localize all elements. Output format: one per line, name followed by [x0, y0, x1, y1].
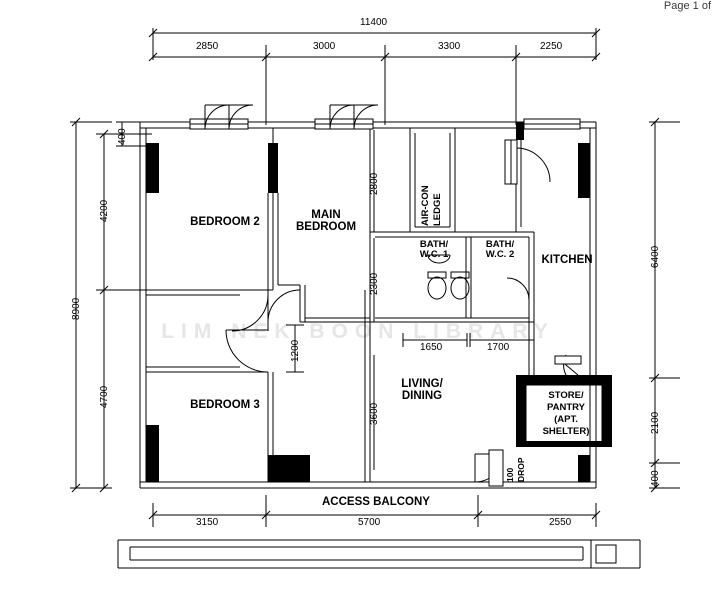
dim-top-seg-3: 3300 — [438, 41, 461, 52]
room-label-store-pantry: STORE/ PANTRY (APT. SHELTER) — [542, 390, 590, 437]
dim-left-seg-2: 4700 — [99, 385, 110, 408]
dim-left-overall: 8900 — [71, 297, 82, 320]
room-label-access-balcony: ACCESS BALCONY — [322, 496, 430, 508]
room-label-bedroom-2: BEDROOM 2 — [190, 216, 260, 228]
dim-bath1-width: 1650 — [420, 342, 443, 353]
dim-top-seg-4: 2250 — [540, 41, 563, 52]
dim-bottom-seg-1: 3150 — [196, 517, 219, 528]
dim-top-seg-2: 3000 — [313, 41, 336, 52]
dim-living-depth: 3600 — [369, 402, 380, 425]
dim-right-seg-1: 6400 — [650, 245, 661, 268]
dim-left-seg-1: 4200 — [99, 199, 110, 222]
dim-left-small-400: 400 — [117, 128, 128, 145]
room-label-100-drop: 100 DROP — [505, 457, 527, 482]
room-label-bath-wc-2: BATH/ W.C. 2 — [485, 239, 515, 260]
dim-bath-depth: 2300 — [369, 272, 380, 295]
room-label-bath-wc-1: BATH/ W.C. 1 — [419, 239, 449, 260]
dim-bottom-seg-3: 2550 — [549, 517, 572, 528]
dim-bedroom3-door: 1200 — [290, 339, 301, 362]
watermark: LIM NEK BOON LIBRARY — [161, 320, 555, 343]
room-label-kitchen: KITCHEN — [541, 254, 593, 266]
dim-right-seg-3: 400 — [650, 470, 661, 487]
dim-top-seg-1: 2850 — [196, 41, 219, 52]
room-label-living-dining: LIVING/ DINING — [401, 378, 443, 403]
room-label-aircon-ledge: AIR-CON LEDGE — [420, 185, 444, 226]
dim-top-overall: 11400 — [360, 17, 388, 28]
dim-bottom-seg-2: 5700 — [358, 517, 381, 528]
dim-bath2-width: 1700 — [487, 342, 510, 353]
room-label-bedroom-3: BEDROOM 3 — [190, 399, 260, 411]
dim-aircon-depth: 2800 — [369, 172, 380, 195]
room-label-main-bedroom: MAIN BEDROOM — [295, 209, 357, 234]
dim-right-seg-2: 2100 — [650, 411, 661, 434]
page-header: Page 1 of — [663, 0, 711, 12]
